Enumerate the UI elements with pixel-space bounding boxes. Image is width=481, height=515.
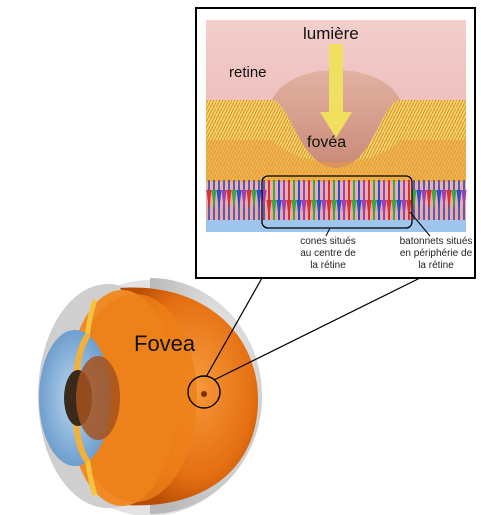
retina-label: retine [229, 64, 267, 81]
light-label: lumière [303, 24, 359, 44]
pigment-epithelium [206, 220, 466, 232]
cones-caption: cones situés au centre de la rétine [288, 236, 368, 272]
light-arrow-shaft [329, 44, 343, 114]
lens [76, 356, 120, 440]
fovea-spot [201, 391, 207, 397]
fovea-inset-label: fovéa [307, 134, 346, 152]
eyeball [38, 278, 262, 515]
eye-fovea-label: Fovea [134, 331, 195, 357]
connector-line-right [214, 278, 420, 380]
rods-caption: batonnets situés en périphérie de la rét… [392, 236, 480, 272]
